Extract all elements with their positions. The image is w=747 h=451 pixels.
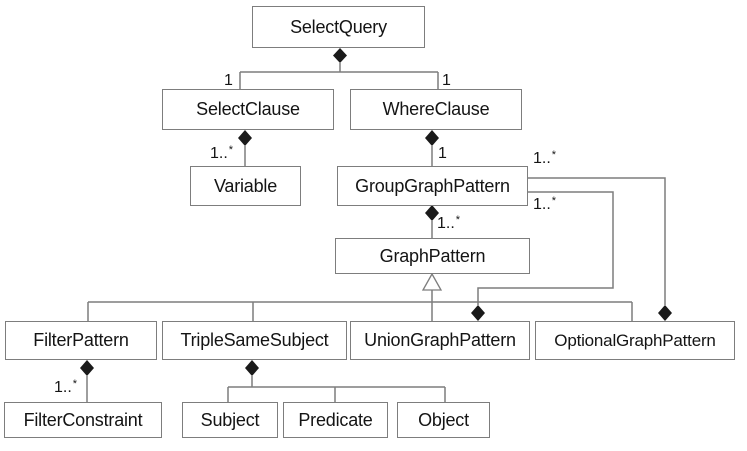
class-label: Subject (200, 409, 260, 430)
class-label: GroupGraphPattern (355, 175, 510, 196)
class-box-triplesamesubject: TripleSameSubject (162, 321, 347, 360)
class-box-filterpattern: FilterPattern (5, 321, 157, 360)
class-box-whereclause: WhereClause (350, 89, 522, 130)
class-label: OptionalGraphPattern (554, 330, 716, 350)
multiplicity-filterpattern-filterconstraint: 1..* (54, 378, 78, 396)
multiplicity-selectquery-selectclause: 1 (224, 72, 233, 89)
class-label: UnionGraphPattern (364, 330, 516, 350)
class-label: WhereClause (382, 99, 490, 119)
class-box-object: Object (397, 402, 490, 438)
class-box-groupgraphpattern: GroupGraphPattern (337, 166, 528, 206)
class-box-predicate: Predicate (283, 402, 388, 438)
composition-line-selectquery-children (239, 63, 439, 89)
composition-diamond-whereclause-icon (425, 130, 439, 146)
generalization-triangle-icon (421, 272, 443, 291)
class-label: GraphPattern (379, 245, 486, 266)
composition-line-groupgraphpattern-optionalgraphpattern (528, 177, 666, 305)
composition-line-groupgraphpattern-uniongraphpattern (477, 191, 614, 305)
class-label: Predicate (298, 409, 373, 430)
composition-diamond-selectclause-icon (238, 130, 252, 146)
composition-diamond-selectquery-icon (333, 48, 347, 63)
class-box-selectquery: SelectQuery (252, 6, 425, 48)
class-box-variable: Variable (190, 166, 301, 206)
multiplicity-groupgraphpattern-uniongraphpattern: 1..* (533, 195, 557, 213)
multiplicity-selectclause-variable: 1..* (210, 144, 234, 162)
multiplicity-groupgraphpattern-optionalgraphpattern: 1..* (533, 149, 557, 167)
multiplicity-groupgraphpattern-graphpattern: 1..* (437, 214, 461, 232)
generalization-rail-graphpattern (87, 290, 633, 321)
multiplicity-selectquery-whereclause: 1 (442, 72, 451, 89)
class-box-uniongraphpattern: UnionGraphPattern (350, 321, 530, 360)
class-box-selectclause: SelectClause (162, 89, 334, 130)
composition-diamond-uniongraphpattern-icon (471, 305, 485, 321)
composition-diamond-groupgraphpattern-icon (425, 205, 439, 221)
class-box-filterconstraint: FilterConstraint (4, 402, 162, 438)
multiplicity-whereclause-groupgraphpattern: 1 (438, 145, 447, 162)
class-box-optionalgraphpattern: OptionalGraphPattern (535, 321, 735, 360)
class-label: TripleSameSubject (180, 330, 329, 350)
composition-diamond-triplesamesubject-icon (245, 360, 259, 376)
composition-diamond-filterpattern-icon (80, 360, 94, 376)
class-label: FilterPattern (33, 330, 129, 350)
class-label: Variable (213, 175, 278, 196)
class-label: FilterConstraint (23, 409, 143, 430)
composition-line-triplesamesubject-children (227, 376, 446, 402)
class-label: Object (418, 409, 469, 430)
class-box-subject: Subject (182, 402, 278, 438)
class-label: SelectQuery (290, 16, 387, 37)
composition-diamond-optionalgraphpattern-icon (658, 305, 672, 321)
class-label: SelectClause (196, 99, 300, 119)
class-box-graphpattern: GraphPattern (335, 238, 530, 274)
